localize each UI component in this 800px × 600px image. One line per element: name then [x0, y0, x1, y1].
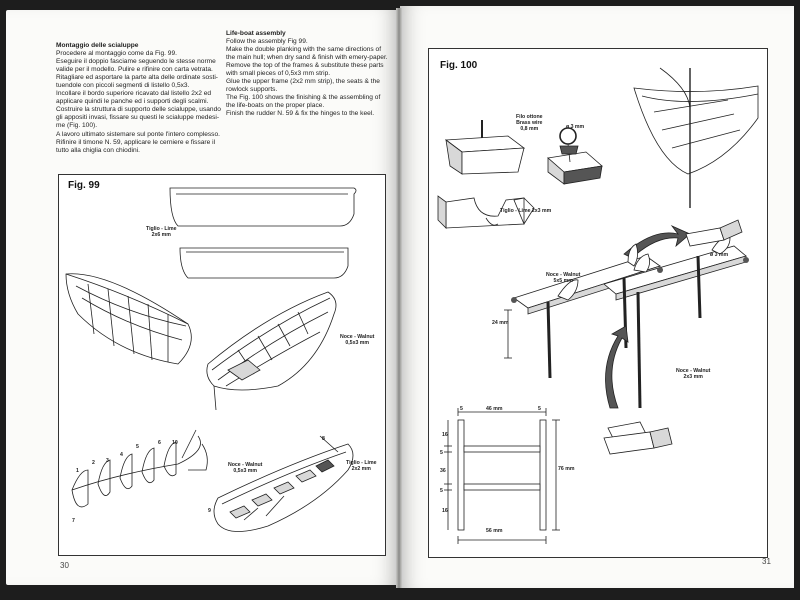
label-text: 5x5 mm: [553, 278, 573, 284]
english-line: with small pieces of 0,5x3 mm strip.: [226, 70, 331, 78]
frame-number: 3: [106, 458, 109, 464]
frame-number: 1: [76, 468, 79, 474]
page-number-right: 31: [762, 557, 771, 566]
english-line: Glue the upper frame (2x2 mm strip), the…: [226, 78, 380, 86]
italian-line: Incollare il bordo superiore ricavato da…: [56, 90, 212, 98]
label-text: 2x3 mm: [683, 374, 703, 380]
keel-strip-drawing: [169, 187, 357, 227]
label-text: Brass wire: [516, 120, 543, 126]
dim-5: 5: [460, 406, 463, 412]
label-text: Tiglio - Lime: [346, 460, 377, 466]
italian-line: tuendole con piccoli segmenti di listell…: [56, 82, 190, 90]
label-diameter-mid: ø 3 mm: [710, 252, 729, 258]
dim-5: 5: [538, 406, 541, 412]
dim-5: 5: [440, 450, 443, 456]
label-text: Noce - Walnut: [546, 272, 581, 278]
italian-line: me (Fig. 100).: [56, 122, 98, 130]
english-line: Finish the rudder N. 59 & fix the hinges…: [226, 110, 375, 118]
label-text: Noce - Walnut: [676, 368, 711, 374]
frame-number: 7: [72, 518, 75, 524]
frame-number: 10: [172, 440, 178, 446]
italian-instructions: Montaggio delle scialuppe Procedere al m…: [56, 42, 236, 155]
figure-99-frame: [58, 174, 386, 556]
italian-heading: Montaggio delle scialuppe: [56, 42, 139, 49]
english-line: The Fig. 100 shows the finishing & the a…: [226, 94, 381, 102]
english-line: the main hull; when dry sand & finish wi…: [226, 54, 388, 62]
italian-line: Eseguire il doppio fasciame seguendo le …: [56, 58, 216, 66]
label-24mm: 24 mm: [492, 320, 509, 326]
italian-line: gli appositi invasi, fissare su questi l…: [56, 114, 220, 122]
italian-line: tutto alla chiglia con chiodini.: [56, 146, 140, 154]
english-instructions: Life-boat assembly Follow the assembly F…: [226, 30, 396, 119]
frame-number: 5: [136, 444, 139, 450]
english-line: Remove the top of the frames & substitut…: [226, 62, 384, 70]
dimension-drawing: [444, 408, 560, 544]
english-line: the life-boats on the proper place.: [226, 102, 325, 110]
figure-99-label: Fig. 99: [68, 180, 100, 191]
dim-56mm: 56 mm: [486, 528, 503, 534]
italian-line: Procedere al montaggio come da Fig. 99.: [56, 50, 177, 58]
label-text: 2x6 mm: [151, 232, 171, 238]
dim-5: 5: [440, 488, 443, 494]
label-text: 0,8 mm: [520, 126, 539, 132]
english-line: rowlock supports.: [226, 86, 278, 94]
frame-assembly-drawing: [71, 435, 201, 491]
frame-number: 9: [208, 508, 211, 514]
english-heading: Life-boat assembly: [226, 30, 286, 37]
frame-number: 6: [158, 440, 161, 446]
english-line: Follow the assembly Fig 99.: [226, 38, 308, 46]
placement-arrow-icon: [605, 325, 629, 409]
frame-number: 8: [322, 436, 325, 442]
label-text: Tiglio - Lime: [146, 226, 177, 232]
label-diameter-top: ø 3 mm: [566, 124, 585, 130]
label-text: Noce - Walnut: [228, 462, 263, 468]
hull-frames-drawing: [65, 273, 192, 365]
page-number-left: 30: [60, 561, 69, 570]
label-text: Filo ottone: [516, 114, 543, 120]
dim-36: 36: [440, 468, 446, 474]
italian-line: Ritagliare ed asportare la parte alta de…: [56, 74, 219, 82]
label-text: Noce - Walnut: [340, 334, 375, 340]
frame-number: 2: [92, 460, 95, 466]
italian-line: Costruire la struttura di supporto delle…: [56, 106, 221, 114]
label-lime-strip: Tiglio - Lime 2x3 mm: [500, 208, 552, 214]
placement-arrow-icon: [623, 225, 691, 259]
label-text: 0,5x3 mm: [233, 468, 258, 474]
dim-16: 16: [442, 432, 448, 438]
book-gutter: [396, 8, 402, 588]
figure-99-drawing: [65, 187, 357, 532]
dim-16: 16: [442, 508, 448, 514]
label-text: 0,5x3 mm: [345, 340, 370, 346]
label-text: 2x2 mm: [351, 466, 371, 472]
italian-line: applicare quindi le panche ed i supporti…: [56, 98, 209, 106]
planked-hull-drawing: [206, 291, 337, 391]
keel-strip-drawing: [179, 247, 349, 279]
figure-100-drawing: [437, 67, 759, 544]
figure-100-label: Fig. 100: [440, 60, 478, 71]
italian-line: Rifinire il timone N. 59, applicare le c…: [56, 138, 216, 146]
frame-number: 4: [120, 452, 123, 458]
hull-section-drawing: [633, 85, 759, 175]
english-line: Make the double planking with the same d…: [226, 46, 382, 54]
italian-line: valide per il modello. Pulire e rifinire…: [56, 66, 213, 74]
dim-46mm: 46 mm: [486, 406, 503, 412]
dim-76mm: 76 mm: [558, 466, 575, 472]
italian-line: A lavoro ultimato sistemare sul ponte l'…: [56, 130, 220, 138]
